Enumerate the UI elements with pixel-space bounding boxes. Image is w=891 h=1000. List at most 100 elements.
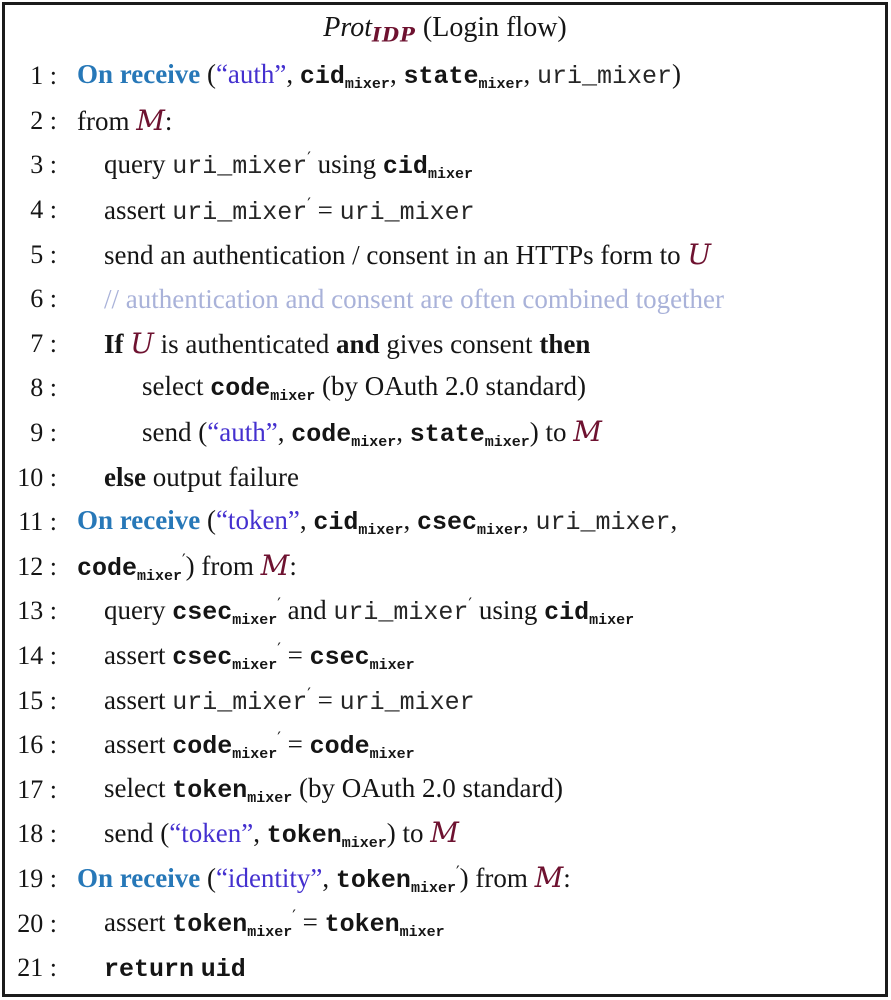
subscript-mixer: mixer: [399, 924, 445, 942]
line-content: select codemixer (by OAuth 2.0 standard): [142, 371, 586, 405]
text: (: [200, 862, 216, 893]
text: ,: [277, 417, 292, 448]
string-literal: “identity”: [215, 862, 323, 893]
code-line-7: 7 :If U is authenticated and gives conse…: [5, 322, 885, 367]
identifier: uri_mixer: [172, 197, 308, 227]
line-content: return uid: [104, 952, 246, 984]
subscript-mixer: mixer: [247, 789, 293, 807]
identifier-bold: token: [172, 910, 248, 940]
keyword: else: [104, 462, 146, 493]
subscript-mixer: mixer: [427, 165, 473, 183]
string-literal: “auth”: [215, 59, 287, 90]
text: ,: [403, 505, 417, 536]
subscript-mixer: mixer: [476, 522, 522, 540]
text: ,: [523, 59, 537, 90]
subscript-mixer: mixer: [484, 434, 530, 452]
identifier-bold: code: [172, 731, 233, 761]
calligraphic-actor: M: [136, 104, 165, 138]
text: assert: [104, 194, 173, 225]
code-line-11: 11 : On receive (“token”, cidmixer, csecm…: [5, 500, 885, 545]
text: :: [164, 106, 173, 137]
text: (: [200, 59, 216, 90]
subscript-mixer: mixer: [410, 879, 456, 897]
prime-mark: ′: [307, 147, 311, 167]
text: ,: [253, 818, 267, 849]
identifier-bold: cid: [382, 151, 428, 181]
identifier-bold: return: [104, 955, 195, 985]
identifier-bold: csec: [172, 597, 233, 627]
subscript-mixer: mixer: [232, 656, 278, 674]
line-content: On receive (“token”, cidmixer, csecmixer…: [77, 505, 677, 539]
line-number: 3 :: [30, 150, 57, 180]
line-content: assert uri_mixer′ = uri_mixer: [104, 194, 475, 227]
identifier-bold: csec: [416, 508, 477, 538]
text: [194, 952, 201, 982]
identifier-bold: cid: [544, 597, 590, 627]
subscript-mixer: mixer: [247, 924, 293, 942]
line-content: assert tokenmixer′ = tokenmixer: [104, 906, 445, 941]
line-number: 19 :: [17, 863, 57, 893]
line-number: 13 :: [17, 596, 57, 626]
calligraphic-actor: M: [430, 816, 459, 850]
calligraphic-actor: U: [687, 238, 711, 272]
identifier: uri_mixer: [172, 151, 308, 181]
text: :: [563, 862, 571, 893]
code-line-5: 5 :send an authentication / consent in a…: [5, 232, 885, 277]
code-line-6: 6 :// authentication and consent are oft…: [5, 277, 885, 322]
text: ,: [286, 59, 300, 90]
line-number: 12 :: [17, 551, 57, 581]
line-number: 11 :: [18, 507, 57, 537]
text: ) from: [185, 550, 261, 581]
text: using: [310, 148, 383, 179]
prime-mark: ′: [468, 593, 473, 613]
keyword: If: [104, 329, 131, 360]
line-number: 10 :: [17, 462, 57, 492]
text: assert: [104, 639, 173, 670]
line-content: assert csecmixer′ = csecmixer: [104, 639, 415, 674]
text: ,: [322, 862, 336, 893]
code-line-9: 9 :send (“auth”, codemixer, statemixer) …: [5, 411, 885, 456]
figure-title-suffix: (Login flow): [415, 12, 567, 43]
prime-mark: ′: [455, 861, 460, 881]
subscript-mixer: mixer: [232, 611, 278, 629]
text: =: [280, 639, 310, 670]
identifier-bold: code: [77, 553, 138, 583]
line-number: 2 :: [30, 105, 57, 135]
line-content: send (“auth”, codemixer, statemixer) to …: [142, 415, 602, 451]
string-literal: “auth”: [207, 417, 278, 448]
subscript-mixer: mixer: [232, 745, 278, 763]
identifier-bold: code: [291, 420, 352, 450]
line-content: send (“token”, tokenmixer) to M: [104, 816, 459, 852]
text: send (: [104, 818, 170, 849]
identifier-bold: csec: [172, 642, 233, 672]
line-number: 1 :: [30, 61, 57, 91]
text: assert: [104, 907, 173, 938]
code-lines: 1 :On receive (“auth”, cidmixer, statemi…: [5, 54, 885, 990]
text: assert: [104, 728, 173, 759]
prime-mark: ′: [277, 593, 281, 613]
line-content: If U is authenticated and gives consent …: [104, 327, 590, 360]
prime-mark: ′: [307, 684, 311, 704]
text: assert: [104, 685, 173, 716]
line-content: query uri_mixer′ using cidmixer: [104, 148, 473, 183]
identifier: uri_mixer: [339, 688, 475, 718]
identifier: uri_mixer: [339, 197, 475, 227]
text: is authenticated: [153, 329, 337, 360]
text: send an authentication / consent in an H…: [104, 240, 688, 271]
text: ,: [396, 417, 410, 448]
keyword: and: [336, 329, 380, 360]
text: ) from: [459, 862, 535, 893]
calligraphic-actor: M: [534, 860, 564, 894]
subscript-mixer: mixer: [358, 522, 404, 540]
subscript-mixer: mixer: [351, 434, 397, 452]
line-number: 14 :: [17, 641, 57, 671]
line-number: 16 :: [17, 730, 57, 760]
code-line-21: 21 :return uid: [5, 946, 885, 991]
code-line-20: 20 :assert tokenmixer′ = tokenmixer: [5, 901, 885, 946]
code-line-15: 15 :assert uri_mixer′ = uri_mixer: [5, 678, 885, 723]
subscript-mixer: mixer: [137, 567, 183, 585]
prime-mark: ′: [307, 193, 311, 213]
code-line-16: 16 :assert codemixer′ = codemixer: [5, 723, 885, 768]
line-content: select tokenmixer (by OAuth 2.0 standard…: [104, 773, 563, 807]
identifier: uri_mixer: [172, 688, 308, 718]
